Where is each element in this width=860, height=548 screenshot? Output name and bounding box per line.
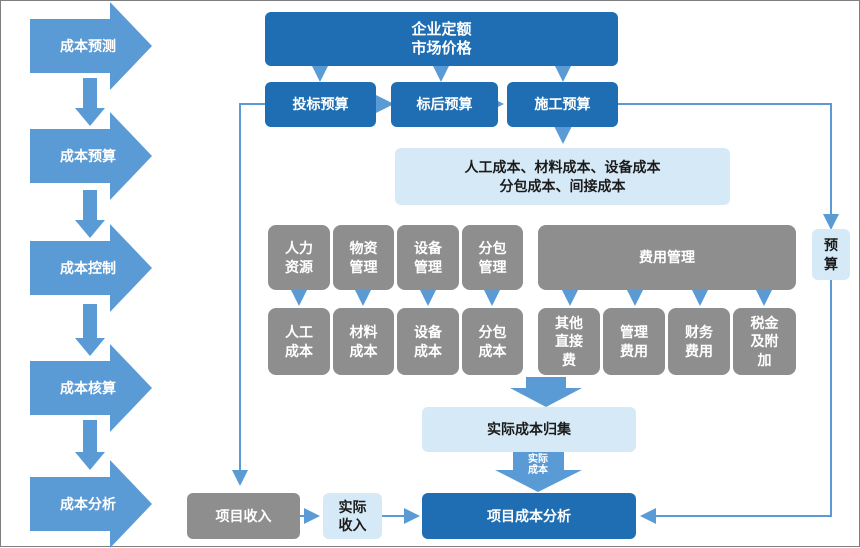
- stage-down-arrow-1: [75, 78, 105, 126]
- top-to-budget-arrows: [304, 50, 579, 82]
- subcontract-cost-box: 分包成本: [462, 308, 523, 375]
- labor-management-label: 人力资源: [284, 240, 313, 275]
- project-cost-analysis-label: 项目成本分析: [487, 507, 571, 524]
- labor-management-box: 人力资源: [268, 225, 330, 290]
- equipment-cost-label: 设备成本: [413, 324, 442, 359]
- actual-cost-block-arrow: [495, 452, 582, 492]
- budget-side-label: 预算: [823, 237, 838, 272]
- stage-down-arrow-3: [75, 304, 105, 356]
- finance-expense-label: 财务费用: [684, 324, 713, 359]
- bid-budget-label: 投标预算: [292, 96, 349, 113]
- materials-cost-box: 材料成本: [333, 308, 394, 375]
- materials-management-box: 物资管理: [333, 225, 394, 290]
- stage-cost-forecast: 成本预测: [30, 2, 152, 90]
- tax-surcharge-label: 税金及附加: [750, 315, 779, 368]
- materials-cost-label: 材料成本: [349, 324, 378, 359]
- stage-cost-budget: 成本预算: [30, 112, 152, 200]
- project-cost-analysis-box: 项目成本分析: [422, 493, 636, 539]
- materials-management-label: 物资管理: [349, 240, 378, 275]
- stage-label: 成本预算: [60, 148, 116, 164]
- bid-budget-box: 投标预算: [265, 82, 376, 127]
- budget-to-analysis-line: [640, 280, 832, 524]
- project-revenue-label: 项目收入: [215, 507, 272, 524]
- other-direct-cost-box: 其他直接费: [538, 308, 600, 375]
- budget-chain-arrows: [362, 88, 579, 144]
- equipment-management-label: 设备管理: [413, 240, 442, 275]
- budget-side-box: 预算: [812, 229, 850, 280]
- equipment-cost-box: 设备成本: [397, 308, 459, 375]
- price-label: 市场价格: [411, 40, 472, 57]
- quota-label: 企业定额: [411, 20, 472, 38]
- post-bid-budget-label: 标后预算: [416, 96, 473, 113]
- stage-down-arrow-4: [75, 420, 105, 470]
- actual-cost-collection-label: 实际成本归集: [487, 421, 571, 438]
- post-bid-budget-box: 标后预算: [391, 82, 498, 127]
- construction-budget-label: 施工预算: [534, 96, 591, 113]
- stage-label: 成本控制: [60, 260, 116, 276]
- actual-revenue-box: 实际收入: [323, 493, 382, 539]
- labor-cost-label: 人工成本: [284, 324, 313, 359]
- expense-management-box: 费用管理: [538, 225, 796, 290]
- construction-to-budget-line: [618, 103, 839, 230]
- expense-management-label: 费用管理: [639, 249, 695, 266]
- stage-label: 成本核算: [60, 380, 116, 396]
- tax-surcharge-box: 税金及附加: [733, 308, 796, 375]
- construction-budget-box: 施工预算: [507, 82, 618, 127]
- other-direct-cost-label: 其他直接费: [554, 315, 583, 368]
- stage-cost-analysis: 成本分析: [30, 460, 152, 548]
- bid-to-revenue-line: [232, 103, 265, 486]
- to-collection-block-arrow: [510, 377, 582, 407]
- subcontract-management-label: 分包管理: [478, 240, 507, 275]
- labor-cost-box: 人工成本: [268, 308, 330, 375]
- actual-cost-arrow-text: 实际成本: [528, 454, 548, 476]
- stage-label: 成本预测: [60, 38, 116, 54]
- actual-cost-collection-box: 实际成本归集: [422, 407, 636, 452]
- cost-types-line-1: 人工成本、材料成本、设备成本: [464, 159, 661, 176]
- subcontract-management-box: 分包管理: [462, 225, 523, 290]
- admin-expense-label: 管理费用: [619, 324, 648, 359]
- actual-revenue-label: 实际收入: [338, 498, 367, 533]
- cost-types-line-2: 分包成本、间接成本: [499, 177, 626, 194]
- project-revenue-box: 项目收入: [187, 493, 300, 539]
- stage-down-arrow-2: [75, 190, 105, 238]
- admin-expense-box: 管理费用: [603, 308, 665, 375]
- actual-cost-arrow-label: 实际成本: [514, 454, 562, 476]
- equipment-management-box: 设备管理: [397, 225, 459, 290]
- cost-types-box: 人工成本、材料成本、设备成本 分包成本、间接成本: [395, 148, 730, 205]
- management-to-cost-arrows: [283, 274, 780, 306]
- stage-cost-control: 成本控制: [30, 224, 152, 312]
- stage-label: 成本分析: [60, 496, 116, 512]
- finance-expense-box: 财务费用: [668, 308, 730, 375]
- subcontract-cost-label: 分包成本: [478, 324, 507, 359]
- quota-price-box: 企业定额 市场价格: [265, 12, 618, 66]
- stage-cost-accounting: 成本核算: [30, 344, 152, 432]
